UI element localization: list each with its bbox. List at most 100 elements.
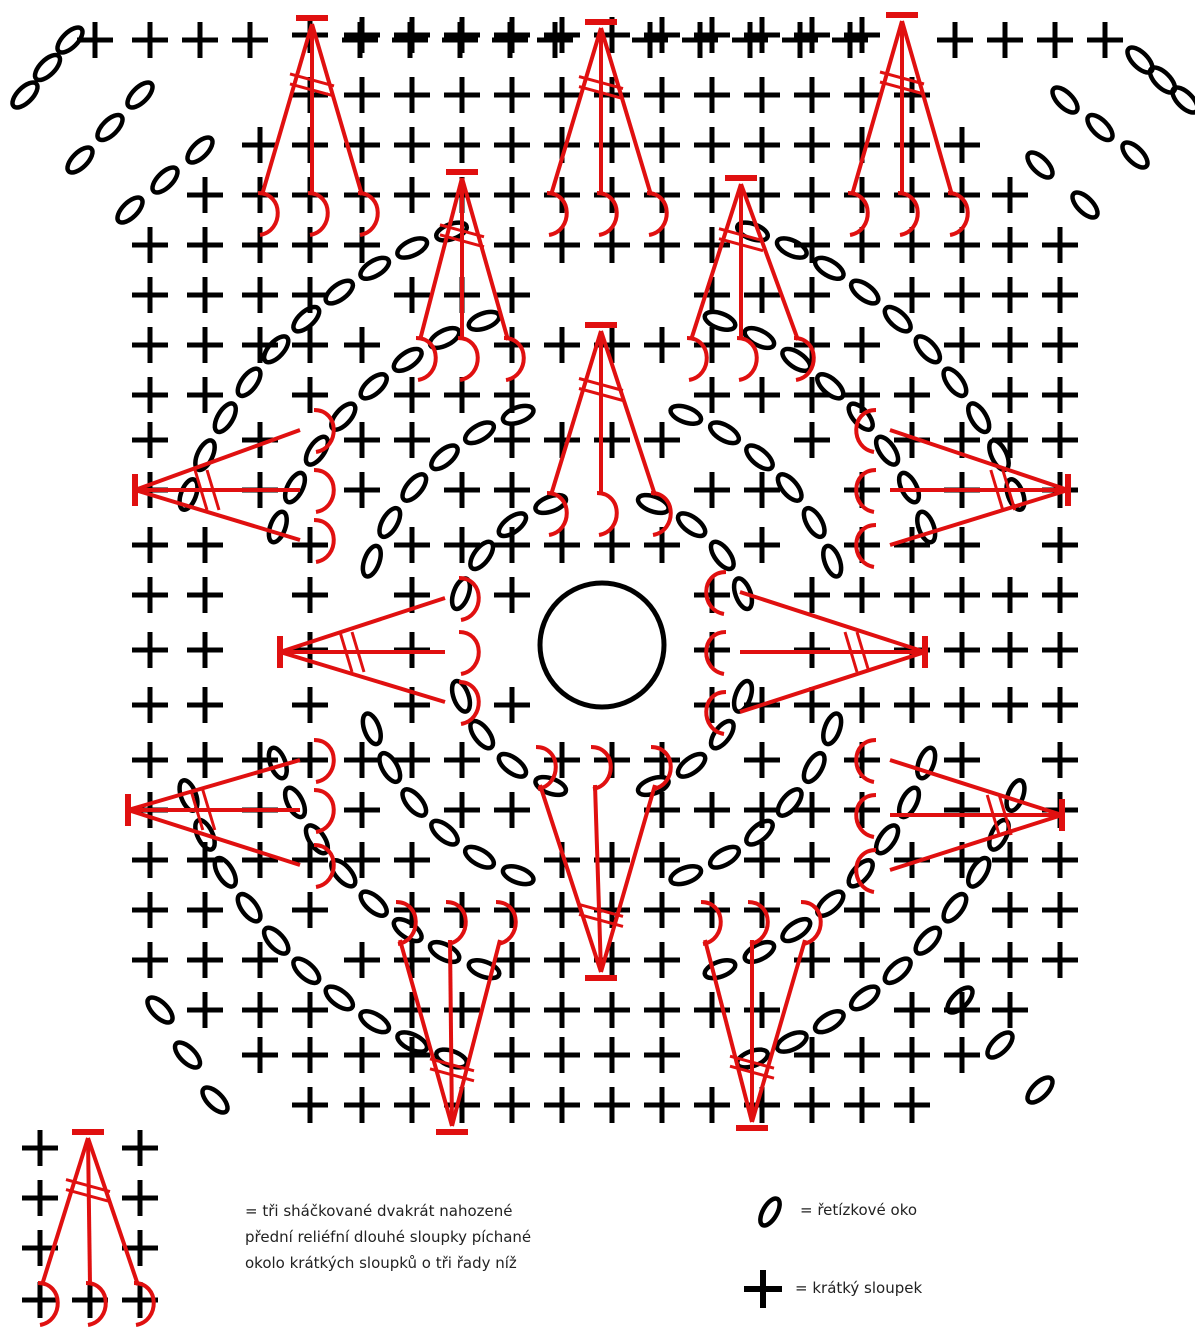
single-crochet-icon (22, 1180, 58, 1216)
single-crochet-icon (1042, 632, 1078, 668)
chain-icon (820, 544, 845, 579)
chain-icon (198, 1083, 231, 1116)
chain-icon (265, 509, 290, 544)
single-crochet-icon (794, 77, 830, 113)
single-crochet-icon (944, 792, 980, 828)
cluster-hook (536, 747, 556, 789)
single-crochet-icon (644, 422, 680, 458)
single-crochet-icon (1042, 742, 1078, 778)
magic-ring-icon (540, 583, 664, 707)
cluster-hook (948, 193, 968, 235)
single-crochet-icon (1042, 377, 1078, 413)
chain-icon (211, 855, 240, 890)
cluster-hook (314, 520, 334, 562)
chain-icon (742, 817, 776, 849)
chain-icon (742, 324, 777, 352)
single-crochet-icon (132, 842, 168, 878)
single-crochet-icon (992, 377, 1028, 413)
single-crochet-icon (794, 177, 830, 213)
single-crochet-icon (537, 22, 573, 58)
single-crochet-icon (394, 277, 430, 313)
single-crochet-icon (1042, 422, 1078, 458)
single-crochet-icon (544, 227, 580, 263)
single-crochet-icon (292, 892, 328, 928)
single-crochet-icon (292, 687, 328, 723)
single-crochet-icon (1042, 842, 1078, 878)
cluster-stem (450, 940, 452, 1126)
single-crochet-icon (794, 127, 830, 163)
single-crochet-icon (544, 77, 580, 113)
chain-icon (983, 1028, 1016, 1061)
single-crochet-icon (132, 892, 168, 928)
single-crochet-icon (694, 792, 730, 828)
single-crochet-icon (1042, 687, 1078, 723)
cluster-stem (42, 1138, 88, 1285)
single-crochet-icon (494, 792, 530, 828)
single-crochet-icon (644, 127, 680, 163)
chain-icon (668, 402, 703, 427)
single-crochet-icon (242, 277, 278, 313)
single-crochet-icon (344, 1087, 380, 1123)
chain-icon (462, 843, 497, 872)
chain-icon (674, 750, 709, 781)
single-crochet-icon (694, 892, 730, 928)
single-crochet-icon (894, 892, 930, 928)
single-crochet-icon (844, 892, 880, 928)
legend-single-crochet-label: = krátký sloupek (795, 1275, 922, 1301)
single-crochet-icon (944, 1037, 980, 1073)
single-crochet-icon (132, 377, 168, 413)
single-crochet-icon (187, 177, 223, 213)
single-crochet-icon (132, 22, 168, 58)
chain-icon (774, 470, 806, 504)
cluster-stem (540, 785, 601, 972)
chain-icon (1118, 138, 1151, 171)
single-crochet-icon (844, 1037, 880, 1073)
single-crochet-icon (992, 892, 1028, 928)
chain-icon (742, 441, 776, 473)
chain-icon (911, 924, 944, 958)
single-crochet-icon (344, 1037, 380, 1073)
single-crochet-icon (342, 22, 378, 58)
single-crochet-icon (894, 577, 930, 613)
chain-icon (847, 982, 882, 1013)
chain-icon (148, 163, 181, 196)
single-crochet-icon (132, 422, 168, 458)
single-crochet-icon (794, 842, 830, 878)
single-crochet-icon (644, 227, 680, 263)
single-crochet-icon (844, 687, 880, 723)
single-crochet-icon (694, 377, 730, 413)
single-crochet-icon (944, 127, 980, 163)
single-crochet-icon (644, 892, 680, 928)
single-crochet-icon (794, 1087, 830, 1123)
cluster-stem (280, 652, 445, 702)
single-crochet-icon (744, 992, 780, 1028)
chain-icon (234, 365, 265, 400)
single-crochet-icon (344, 742, 380, 778)
chain-icon (427, 441, 461, 473)
chain-icon (895, 470, 923, 505)
single-crochet-icon (394, 127, 430, 163)
single-crochet-icon (794, 1037, 830, 1073)
chain-icon (359, 544, 384, 579)
single-crochet-icon (494, 227, 530, 263)
single-crochet-icon (187, 687, 223, 723)
single-crochet-icon (494, 177, 530, 213)
single-crochet-icon (344, 77, 380, 113)
single-crochet-icon (187, 632, 223, 668)
single-crochet-icon (122, 1180, 158, 1216)
single-crochet-icon (944, 942, 980, 978)
stitch-layer (8, 15, 1195, 1132)
chain-icon (289, 303, 323, 336)
single-crochet-icon (394, 377, 430, 413)
chain-icon (881, 954, 915, 987)
single-crochet-icon (394, 77, 430, 113)
single-crochet-icon (644, 1037, 680, 1073)
single-crochet-icon (344, 942, 380, 978)
single-crochet-icon (544, 742, 580, 778)
chain-icon (707, 418, 742, 447)
chain-icon (872, 822, 902, 857)
single-crochet-icon (444, 742, 480, 778)
single-crochet-icon (794, 377, 830, 413)
single-crochet-icon (292, 992, 328, 1028)
single-crochet-icon (187, 227, 223, 263)
